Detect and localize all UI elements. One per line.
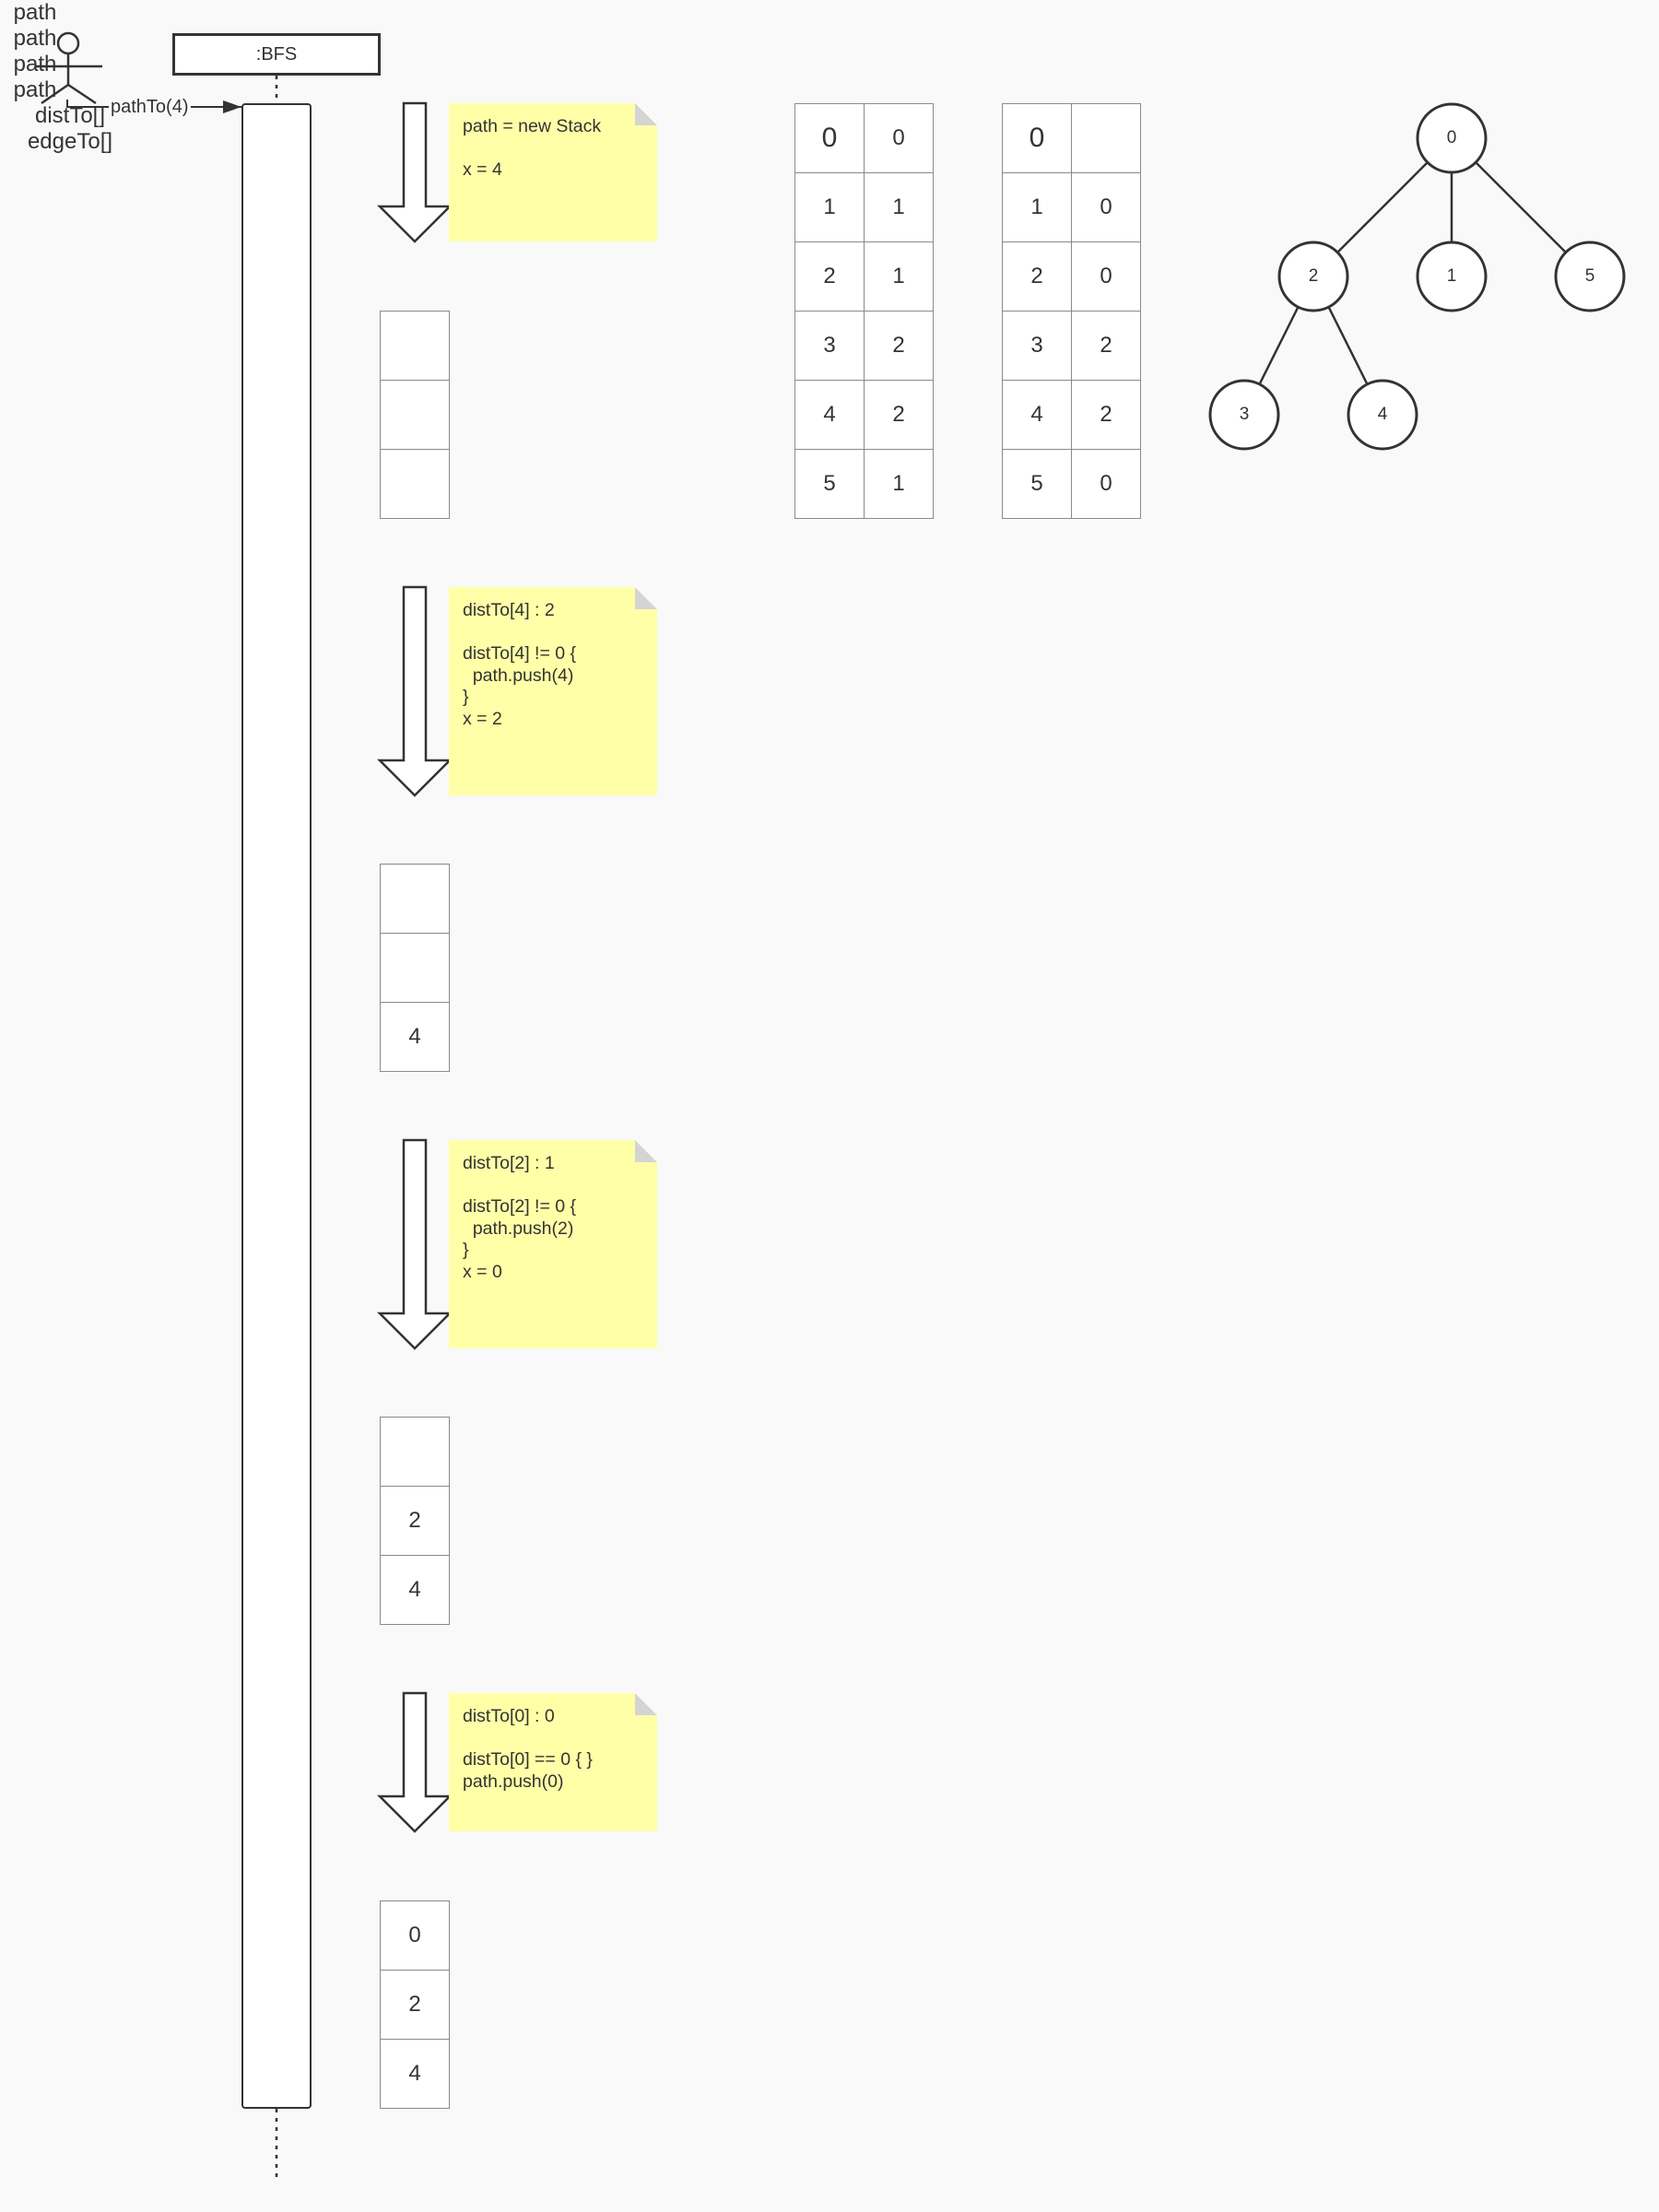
stack-cell xyxy=(380,1417,450,1487)
stack-cell: 4 xyxy=(380,2039,450,2109)
step-down-arrow-icon xyxy=(376,585,453,797)
step-down-arrow-icon xyxy=(376,1138,453,1350)
edgeTo-cell: 0 xyxy=(1002,103,1072,173)
tree-node-label: 2 xyxy=(1308,266,1319,286)
tree-node-circle xyxy=(1416,241,1488,312)
note-line xyxy=(463,1175,644,1197)
actor-leg-right xyxy=(67,83,97,105)
stack-cell: 4 xyxy=(380,1555,450,1625)
edgeTo-title: edgeTo[] xyxy=(27,129,113,154)
tree-node-label: 5 xyxy=(1584,266,1595,286)
tree-node-circle xyxy=(1277,241,1349,312)
distTo-cell: 1 xyxy=(864,241,934,312)
note-line xyxy=(463,622,644,644)
edgeTo-cell: 1 xyxy=(1002,172,1072,242)
note-line: x = 4 xyxy=(463,159,502,181)
tree-node-label: 0 xyxy=(1446,128,1457,147)
distTo-cell: 1 xyxy=(794,172,865,242)
step-down-arrow-icon xyxy=(376,101,453,243)
distTo-cell: 0 xyxy=(794,103,865,173)
note-line: distTo[0] == 0 { } xyxy=(463,1749,593,1771)
distTo-cell: 2 xyxy=(794,241,865,312)
stack-cell xyxy=(380,311,450,381)
stack-cell xyxy=(380,864,450,934)
tree-node-label: 3 xyxy=(1239,405,1250,424)
edgeTo-cell: 0 xyxy=(1071,449,1141,519)
distTo-cell: 2 xyxy=(864,380,934,450)
edgeTo-cell: 0 xyxy=(1071,172,1141,242)
note-line: distTo[4] : 2 xyxy=(463,600,555,620)
edgeTo-cell: 2 xyxy=(1071,380,1141,450)
distTo-cell: 4 xyxy=(794,380,865,450)
distTo-cell: 3 xyxy=(794,311,865,381)
actor-leg-left xyxy=(41,83,69,105)
message-arrowhead-icon xyxy=(223,100,241,113)
tree-node-label: 1 xyxy=(1446,266,1457,286)
step-note: path = new Stack x = 4 xyxy=(449,103,657,241)
stack-cell: 0 xyxy=(380,1900,450,1971)
step-note: distTo[4] : 2 distTo[4] != 0 { path.push(… xyxy=(449,587,657,795)
edgeTo-cell: 2 xyxy=(1002,241,1072,312)
stack-cell xyxy=(380,449,450,519)
stack-cell xyxy=(380,933,450,1003)
stack-cell: 2 xyxy=(380,1486,450,1556)
note-line: distTo[0] : 0 xyxy=(463,1706,555,1726)
stack-cell: 2 xyxy=(380,1970,450,2040)
distTo-cell: 2 xyxy=(864,311,934,381)
step-note: distTo[0] : 0 distTo[0] == 0 { }path.push… xyxy=(449,1693,657,1831)
note-line: distTo[2] != 0 { xyxy=(463,1196,577,1218)
lifeline-header: :BFS xyxy=(172,33,381,76)
tree-node-circle xyxy=(1347,379,1418,451)
step-note: distTo[2] : 1 distTo[2] != 0 { path.push(… xyxy=(449,1140,657,1348)
distTo-cell: 5 xyxy=(794,449,865,519)
note-line: x = 2 xyxy=(463,708,502,729)
stack-label: path xyxy=(13,26,57,51)
tree-node-circle xyxy=(1208,379,1280,451)
note-line: path.push(2) xyxy=(463,1218,574,1239)
note-line: path.push(0) xyxy=(463,1771,564,1792)
note-line: path.push(4) xyxy=(463,665,574,686)
note-line: } xyxy=(463,1240,469,1261)
stack-cell: 4 xyxy=(380,1002,450,1072)
note-line xyxy=(463,1728,644,1750)
edgeTo-cell xyxy=(1071,103,1141,173)
tree-edge xyxy=(1336,161,1429,253)
step-down-arrow-icon xyxy=(376,1691,453,1833)
actor-head-icon xyxy=(56,31,80,55)
edgeTo-cell: 4 xyxy=(1002,380,1072,450)
tree-edge xyxy=(1258,306,1300,385)
stack-cell xyxy=(380,380,450,450)
note-line: distTo[4] != 0 { xyxy=(463,643,577,665)
tree-node-circle xyxy=(1554,241,1626,312)
stack-label: path xyxy=(13,0,57,25)
distTo-cell: 1 xyxy=(864,172,934,242)
activation-bar xyxy=(241,103,312,2109)
tree-node-circle xyxy=(1416,102,1488,174)
distTo-cell: 0 xyxy=(864,103,934,173)
tree-edge xyxy=(1475,161,1567,253)
distTo-cell: 1 xyxy=(864,449,934,519)
note-line: distTo[2] : 1 xyxy=(463,1153,555,1173)
tree-edge xyxy=(1327,306,1369,385)
edgeTo-cell: 0 xyxy=(1071,241,1141,312)
note-line xyxy=(463,138,644,160)
note-line: path = new Stack xyxy=(463,116,602,136)
message-label: pathTo(4) xyxy=(109,97,191,118)
edgeTo-cell: 3 xyxy=(1002,311,1072,381)
note-line: } xyxy=(463,687,469,708)
stack-label: path xyxy=(13,52,57,76)
edgeTo-cell: 5 xyxy=(1002,449,1072,519)
edgeTo-cell: 2 xyxy=(1071,311,1141,381)
tree-node-label: 4 xyxy=(1377,405,1388,424)
note-line: x = 0 xyxy=(463,1261,502,1282)
